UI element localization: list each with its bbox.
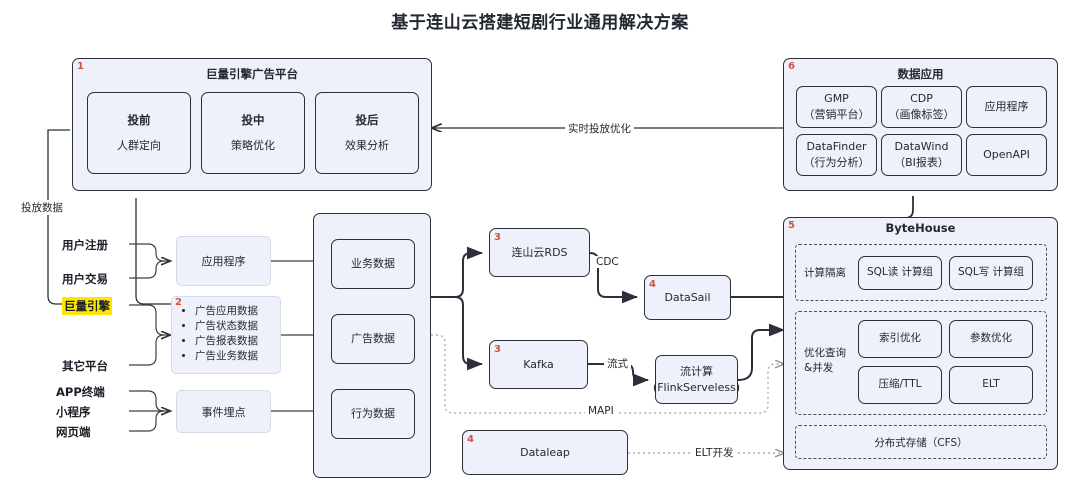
app-card-cdp[interactable]: CDP （画像标签）	[881, 86, 962, 128]
pipeline-card-label: Kafka	[523, 357, 554, 371]
query-card-compression-ttl[interactable]: 压缩/TTL	[858, 366, 942, 404]
app-card-openapi[interactable]: OpenAPI	[966, 134, 1047, 176]
list-item: 广告业务数据	[195, 349, 274, 364]
app-card-line2: （BI报表）	[894, 156, 949, 169]
group-label-distributed-storage: 分布式存储（CFS）	[874, 436, 968, 449]
edge-label-realtime-optimization: 实时投放优化	[565, 121, 634, 136]
pipeline-card-stream-compute[interactable]: 流计算 (FlinkServeless)	[652, 355, 741, 404]
pipeline-card-line1: 流计算	[680, 364, 713, 378]
stage-name: 投后	[355, 113, 379, 128]
group-label-query-optimization: 优化查询 &并发	[804, 346, 846, 375]
stage-desc: 人群定向	[117, 138, 161, 152]
source-label-web: 网页端	[56, 425, 91, 439]
pipeline-number-badge: 3	[494, 344, 501, 355]
page-title: 基于连山云搭建短剧行业通用解决方案	[391, 13, 689, 33]
pipeline-card-label: 连山云RDS	[511, 245, 568, 259]
app-card-line1: OpenAPI	[983, 148, 1030, 162]
source-label-app-terminal: APP终端	[56, 385, 105, 399]
collector-application[interactable]: 应用程序	[176, 236, 271, 286]
panel-number-badge: 5	[788, 220, 795, 231]
query-card-param-opt[interactable]: 参数优化	[949, 320, 1033, 358]
pipeline-card-datasail[interactable]: 4 DataSail	[644, 275, 731, 320]
panel-number-badge: 6	[788, 61, 795, 72]
app-card-datawind[interactable]: DataWind （BI报表）	[881, 134, 962, 176]
data-card-business[interactable]: 业务数据	[331, 239, 415, 289]
stage-card-mid[interactable]: 投中 策略优化	[201, 92, 305, 174]
pipeline-card-label: Dataleap	[520, 445, 570, 459]
pipeline-card-label: DataSail	[664, 290, 711, 304]
edge-label-cdc: CDC	[593, 256, 622, 268]
app-card-line1: 应用程序	[984, 100, 1029, 114]
list-item: 广告应用数据	[195, 304, 274, 319]
pipeline-card-line2: (FlinkServeless)	[652, 380, 741, 394]
pipeline-number-badge: 3	[494, 232, 501, 243]
edge-label-delivery-data: 投放数据	[18, 200, 66, 215]
app-card-datafinder[interactable]: DataFinder （行为分析）	[796, 134, 877, 176]
app-card-gmp[interactable]: GMP （营销平台）	[796, 86, 877, 128]
collector-ad-data-list[interactable]: 2 广告应用数据 广告状态数据 广告报表数据 广告业务数据	[171, 296, 281, 374]
query-card-index-opt[interactable]: 索引优化	[858, 320, 942, 358]
panel-ad-platform[interactable]: 1 巨量引擎广告平台 投前 人群定向 投中 策略优化 投后 效果分析	[72, 58, 432, 191]
panel-bytehouse[interactable]: 5 ByteHouse 计算隔离 SQL读 计算组 SQL写 计算组 优化查询 …	[783, 217, 1058, 470]
list-item: 广告状态数据	[195, 319, 274, 334]
app-card-line2: （行为分析）	[803, 156, 870, 169]
collector-number-badge: 2	[175, 297, 182, 308]
stage-card-pre[interactable]: 投前 人群定向	[87, 92, 191, 174]
stage-name: 投前	[127, 113, 151, 128]
source-label-user-register: 用户注册	[62, 238, 108, 252]
app-card-application[interactable]: 应用程序	[966, 86, 1047, 128]
data-card-behavior[interactable]: 行为数据	[331, 389, 415, 439]
pipeline-card-kafka[interactable]: 3 Kafka	[489, 340, 588, 389]
group-label-compute-isolation: 计算隔离	[804, 267, 846, 279]
app-card-line1: GMP	[824, 92, 849, 106]
pipeline-number-badge: 4	[649, 279, 656, 290]
panel-title: ByteHouse	[885, 221, 956, 235]
pipeline-card-rds[interactable]: 3 连山云RDS	[489, 228, 590, 277]
app-card-line2: （营销平台）	[803, 108, 870, 121]
stage-desc: 效果分析	[345, 138, 389, 152]
source-label-user-transaction: 用户交易	[62, 272, 108, 286]
edge-label-elt-dev: ELT开发	[692, 445, 737, 460]
panel-title: 数据应用	[897, 67, 944, 81]
panel-data-store[interactable]: 业务数据 广告数据 行为数据	[313, 213, 431, 478]
compute-card-sql-read[interactable]: SQL读 计算组	[858, 256, 942, 290]
group-label-line1: 优化查询	[804, 347, 846, 359]
panel-title: 巨量引擎广告平台	[206, 67, 298, 81]
compute-card-sql-write[interactable]: SQL写 计算组	[949, 256, 1033, 290]
app-card-line1: DataWind	[894, 140, 949, 154]
query-card-elt[interactable]: ELT	[949, 366, 1033, 404]
edge-label-streaming: 流式	[604, 356, 631, 371]
edge-label-mapi: MAPI	[585, 405, 617, 417]
pipeline-card-dataleap[interactable]: 4 Dataleap	[462, 430, 628, 475]
stage-name: 投中	[241, 113, 265, 128]
stage-desc: 策略优化	[231, 138, 275, 152]
panel-data-applications[interactable]: 6 数据应用 GMP （营销平台） CDP （画像标签） 应用程序 DataFi…	[783, 58, 1058, 191]
ad-data-items: 广告应用数据 广告状态数据 广告报表数据 广告业务数据	[195, 304, 274, 364]
stage-card-post[interactable]: 投后 效果分析	[315, 92, 419, 174]
source-label-other-platform: 其它平台	[62, 359, 108, 373]
group-label-line2: &并发	[804, 361, 834, 374]
group-distributed-storage: 分布式存储（CFS）	[795, 425, 1047, 459]
pipeline-number-badge: 4	[467, 434, 474, 445]
source-label-mini-program: 小程序	[56, 405, 91, 419]
data-card-advertising[interactable]: 广告数据	[331, 314, 415, 364]
app-card-line2: （画像标签）	[888, 108, 955, 121]
panel-number-badge: 1	[77, 61, 84, 72]
app-card-line1: CDP	[910, 92, 933, 106]
list-item: 广告报表数据	[195, 334, 274, 349]
source-label-juliang-engine: 巨量引擎	[62, 297, 112, 315]
app-card-line1: DataFinder	[806, 140, 867, 154]
collector-event-tracking[interactable]: 事件埋点	[176, 390, 271, 433]
group-query-optimization: 优化查询 &并发 索引优化 参数优化 压缩/TTL ELT	[795, 311, 1047, 415]
group-compute-isolation: 计算隔离 SQL读 计算组 SQL写 计算组	[795, 244, 1047, 301]
